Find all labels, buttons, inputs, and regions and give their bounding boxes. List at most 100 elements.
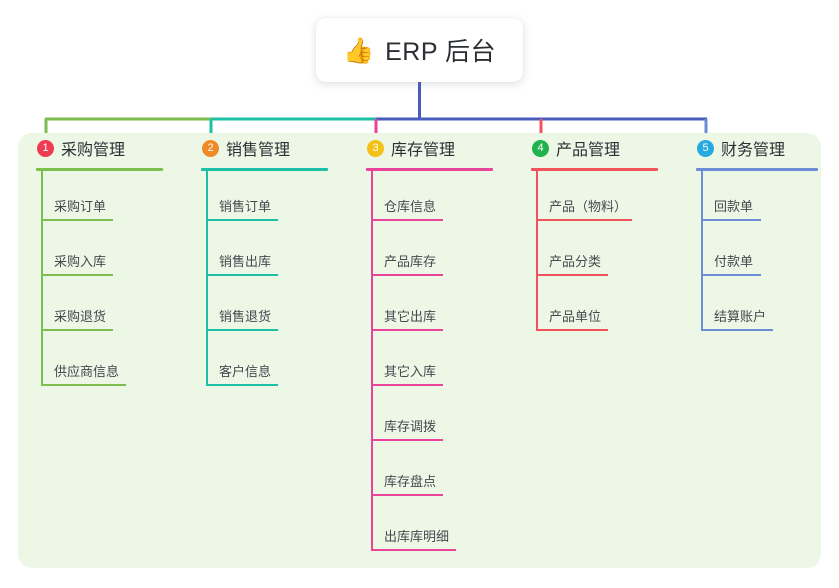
leaf-item[interactable]: 其它出库: [348, 281, 508, 336]
branch-spine: [206, 171, 208, 386]
branch-underline: [696, 168, 818, 171]
branch-spine: [41, 171, 43, 386]
branch-underline: [531, 168, 658, 171]
leaf-item-label: 产品分类: [549, 254, 602, 269]
leaf-item-underline: [371, 329, 443, 331]
branch-spine: [701, 171, 703, 331]
branch-spine: [371, 171, 373, 551]
branch-title: 销售管理: [226, 142, 291, 159]
leaf-item-underline: [701, 274, 761, 276]
leaf-item-underline: [206, 219, 278, 221]
branch-header-1[interactable]: 1 采购管理: [18, 133, 178, 163]
leaf-item[interactable]: 库存调拨: [348, 391, 508, 446]
leaf-item-label: 采购订单: [54, 199, 107, 214]
leaf-item[interactable]: 库存盘点: [348, 446, 508, 501]
leaf-item-underline: [701, 219, 761, 221]
leaf-item-underline: [206, 384, 278, 386]
leaf-item-label: 结算账户: [714, 309, 767, 324]
branch-number-badge: 2: [202, 139, 219, 157]
leaf-item-underline: [536, 219, 632, 221]
leaf-item[interactable]: 销售订单: [183, 171, 343, 226]
leaf-item-label: 出库库明细: [384, 529, 450, 544]
branch-underline: [366, 168, 493, 171]
leaf-item[interactable]: 仓库信息: [348, 171, 508, 226]
branch-column-5: 5 财务管理回款单付款单结算账户: [678, 133, 838, 336]
leaf-item-underline: [371, 549, 456, 551]
branch-title: 产品管理: [556, 142, 621, 159]
leaf-item[interactable]: 出库库明细: [348, 501, 508, 556]
leaf-item-underline: [371, 384, 443, 386]
leaf-item[interactable]: 产品库存: [348, 226, 508, 281]
leaf-item-label: 库存调拨: [384, 419, 437, 434]
leaf-item-label: 库存盘点: [384, 474, 437, 489]
branch-number-badge: 1: [37, 139, 54, 157]
leaf-item-label: 其它入库: [384, 364, 437, 379]
branch-column-1: 1 采购管理采购订单采购入库采购退货供应商信息: [18, 133, 178, 391]
leaf-item-underline: [701, 329, 773, 331]
branch-title: 库存管理: [391, 142, 456, 159]
leaf-item[interactable]: 其它入库: [348, 336, 508, 391]
leaf-item[interactable]: 产品单位: [513, 281, 673, 336]
leaf-item-label: 付款单: [714, 254, 754, 269]
leaf-item[interactable]: 结算账户: [678, 281, 838, 336]
leaf-item-underline: [536, 329, 608, 331]
branch-header-2[interactable]: 2 销售管理: [183, 133, 343, 163]
leaf-item-label: 仓库信息: [384, 199, 437, 214]
branch-column-3: 3 库存管理仓库信息产品库存其它出库其它入库库存调拨库存盘点出库库明细: [348, 133, 508, 556]
branch-column-2: 2 销售管理销售订单销售出库销售退货客户信息: [183, 133, 343, 391]
branch-number-badge: 3: [367, 139, 384, 157]
leaf-item-underline: [41, 219, 113, 221]
branch-leaf-list: 销售订单销售出库销售退货客户信息: [183, 171, 343, 391]
branch-columns: 1 采购管理采购订单采购入库采购退货供应商信息 2 销售管理销售订单销售出库销售退货客…: [18, 133, 821, 568]
branch-spine: [536, 171, 538, 331]
leaf-item[interactable]: 采购订单: [18, 171, 178, 226]
branch-underline: [36, 168, 163, 171]
branch-number-badge: 4: [532, 139, 549, 157]
root-node-title: ERP 后台: [385, 38, 497, 66]
branch-header-3[interactable]: 3 库存管理: [348, 133, 508, 163]
leaf-item-label: 其它出库: [384, 309, 437, 324]
leaf-item-label: 产品（物料）: [549, 199, 628, 214]
branch-title: 财务管理: [721, 142, 786, 159]
branch-header-5[interactable]: 5 财务管理: [678, 133, 838, 163]
branch-underline: [201, 168, 328, 171]
leaf-item-label: 销售退货: [219, 309, 272, 324]
leaf-item-underline: [41, 384, 126, 386]
branch-number-badge: 5: [697, 139, 714, 157]
branch-column-4: 4 产品管理产品（物料） 产品分类产品单位: [513, 133, 673, 336]
leaf-item[interactable]: 供应商信息: [18, 336, 178, 391]
leaf-item-underline: [371, 274, 443, 276]
leaf-item-label: 采购退货: [54, 309, 107, 324]
leaf-item-label: 产品库存: [384, 254, 437, 269]
leaf-item[interactable]: 客户信息: [183, 336, 343, 391]
leaf-item-underline: [536, 274, 608, 276]
leaf-item[interactable]: 采购入库: [18, 226, 178, 281]
branch-title: 采购管理: [61, 142, 126, 159]
leaf-item-underline: [41, 274, 113, 276]
leaf-item-label: 销售订单: [219, 199, 272, 214]
leaf-item-label: 客户信息: [219, 364, 272, 379]
leaf-item[interactable]: 采购退货: [18, 281, 178, 336]
branch-header-4[interactable]: 4 产品管理: [513, 133, 673, 163]
leaf-item-label: 产品单位: [549, 309, 602, 324]
leaf-item[interactable]: 销售退货: [183, 281, 343, 336]
leaf-item-underline: [41, 329, 113, 331]
leaf-item-label: 采购入库: [54, 254, 107, 269]
leaf-item-label: 供应商信息: [54, 364, 120, 379]
branch-leaf-list: 仓库信息产品库存其它出库其它入库库存调拨库存盘点出库库明细: [348, 171, 508, 556]
leaf-item-underline: [371, 494, 443, 496]
leaf-item[interactable]: 销售出库: [183, 226, 343, 281]
leaf-item[interactable]: 回款单: [678, 171, 838, 226]
leaf-item-label: 回款单: [714, 199, 754, 214]
leaf-item[interactable]: 产品（物料）: [513, 171, 673, 226]
branch-leaf-list: 采购订单采购入库采购退货供应商信息: [18, 171, 178, 391]
root-node-erp-backend[interactable]: 👍 ERP 后台: [316, 18, 523, 82]
leaf-item-label: 销售出库: [219, 254, 272, 269]
branch-leaf-list: 回款单付款单结算账户: [678, 171, 838, 336]
leaf-item-underline: [206, 329, 278, 331]
leaf-item[interactable]: 付款单: [678, 226, 838, 281]
leaf-item[interactable]: 产品分类: [513, 226, 673, 281]
leaf-item-underline: [371, 439, 443, 441]
leaf-item-underline: [371, 219, 443, 221]
